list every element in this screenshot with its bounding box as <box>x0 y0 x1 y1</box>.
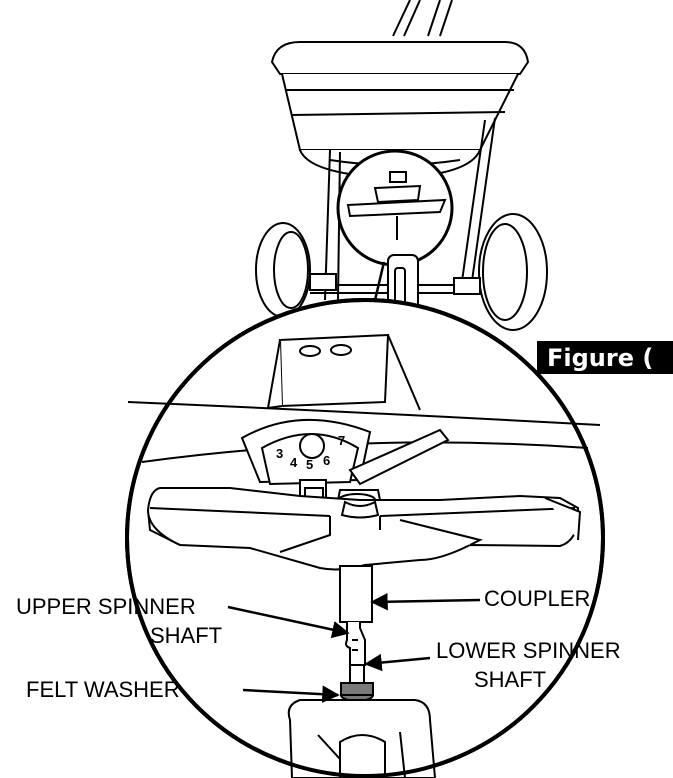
dial-number-4: 4 <box>290 455 298 470</box>
dial-number-5: 5 <box>306 457 313 472</box>
upper-spinner-shaft-leader <box>227 605 350 639</box>
mounting-bracket <box>266 333 421 411</box>
detail-view: 3 4 5 6 7 <box>125 298 605 778</box>
lower-housing <box>287 699 437 778</box>
coupler-leader <box>370 592 481 611</box>
label-lower-spinner-shaft-1: LOWER SPINNER <box>436 638 621 663</box>
label-coupler: COUPLER <box>484 586 590 611</box>
lower-spinner-shaft <box>349 664 365 684</box>
spinner-plate <box>146 487 582 571</box>
coupler <box>339 565 373 623</box>
dial-number-3: 3 <box>276 446 283 461</box>
figure-label: Figure ( <box>547 344 653 372</box>
figure-tab: Figure ( <box>537 341 673 374</box>
lower-spinner-shaft-leader <box>364 653 431 672</box>
felt-washer-leader <box>242 685 340 703</box>
callout-gap <box>413 604 436 642</box>
dial-number-6: 6 <box>323 453 330 468</box>
handle-bars <box>392 0 453 37</box>
label-upper-spinner-shaft-2: SHAFT <box>150 623 222 648</box>
detail-circle-outline <box>125 298 605 778</box>
spreader-overview <box>255 0 548 331</box>
callout-labels: UPPER SPINNER SHAFT COUPLER LOWER SPINNE… <box>16 586 621 702</box>
left-wheel <box>255 222 337 318</box>
label-felt-washer: FELT WASHER <box>26 677 180 702</box>
overview-spinner <box>346 171 447 240</box>
label-upper-spinner-shaft-1: UPPER SPINNER <box>16 594 196 619</box>
right-wheel <box>453 213 548 331</box>
rate-dial: 3 4 5 6 7 <box>240 418 450 486</box>
dial-number-7: 7 <box>338 433 345 448</box>
label-lower-spinner-shaft-2: SHAFT <box>474 667 546 692</box>
